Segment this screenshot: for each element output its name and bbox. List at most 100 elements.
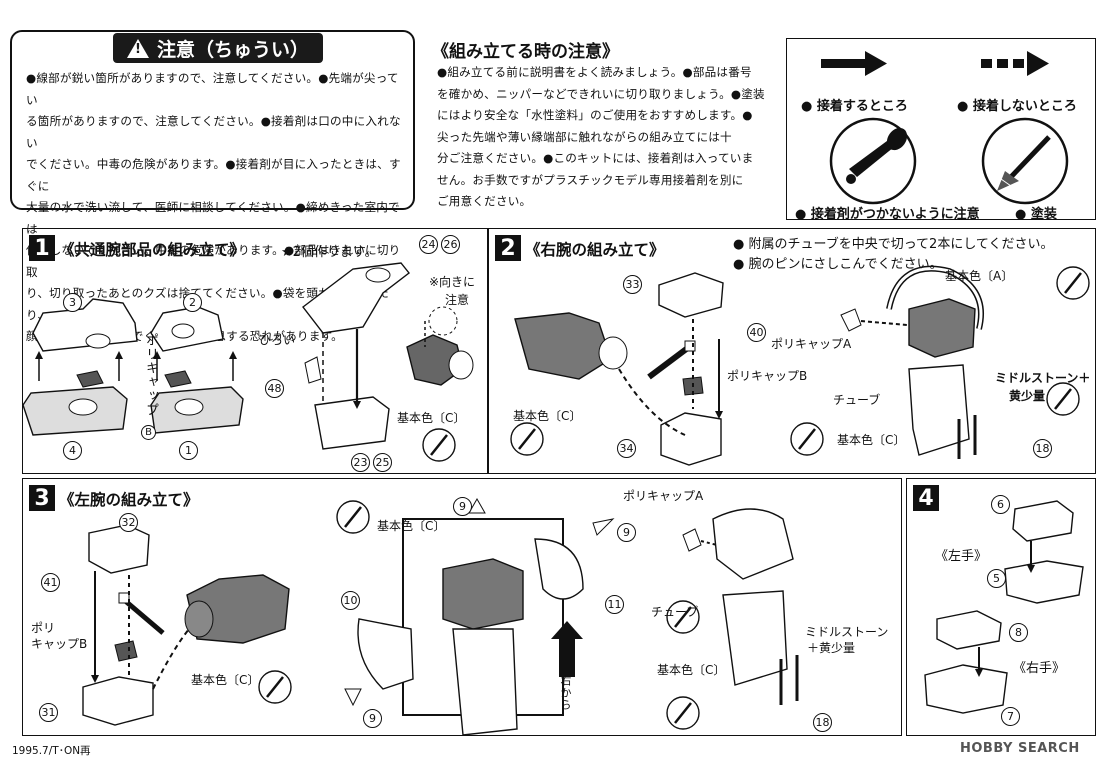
color-a-label: 基本色〔A〕: [945, 269, 1014, 283]
step2-diagram: [510, 265, 1090, 466]
part-1-label: 1: [179, 441, 198, 460]
orient-label: ※向きに: [429, 275, 476, 289]
yellow-label: 黄少量: [1009, 389, 1046, 403]
left-hand-label: 《左手》: [935, 549, 988, 564]
part-9-label-a: 9: [453, 497, 472, 516]
legend-avoid-glue-label: ● 接着剤がつかないように注意: [795, 207, 980, 222]
part-48-label: 48: [265, 379, 284, 398]
symbol-legend: ● 接着するところ ● 接着しないところ ● 接着剤がつかないように注意 ● 塗…: [786, 38, 1096, 222]
step4-number: 4: [913, 485, 939, 511]
orient-label-2: 注意: [445, 293, 470, 307]
notice-line: ●組み立てる前に説明書をよく読みましょう。●部品は番号: [437, 65, 752, 79]
glue-nozzle-icon: [829, 117, 917, 205]
legend-graphics: [821, 51, 1069, 205]
polycap-a-label: ポリキャップA: [771, 337, 852, 351]
part-33-label: 33: [623, 275, 642, 294]
tube-label: チューブ: [833, 393, 881, 407]
caution-header: 注意（ちゅうい）: [113, 33, 323, 63]
part-26-label: 26: [441, 235, 460, 254]
part-3-label: 3: [63, 293, 82, 312]
step1-note: ★2個作ります。: [281, 245, 378, 260]
notice-line: 分ご注意ください。●このキットには、接着剤は入っていま: [437, 151, 754, 165]
direction-label: 右から: [559, 675, 572, 711]
polycap-b-label: ポリキャップB: [727, 369, 808, 383]
step2-number: 2: [495, 235, 521, 261]
part-6-label: 6: [991, 495, 1010, 514]
part-18-label: 18: [813, 713, 832, 732]
polycap-label: ポリキャップ: [143, 333, 158, 417]
color-c-label-2: 基本色〔C〕: [377, 519, 446, 533]
step3-diagram: [82, 497, 799, 736]
step2-note-1: ● 附属のチューブを中央で切って2本にしてください。: [733, 237, 1054, 252]
step1-diagram: [23, 262, 474, 462]
part-11-label: 11: [605, 595, 624, 614]
solid-arrow-icon: [821, 51, 887, 76]
part-2-label: 2: [183, 293, 202, 312]
print-date: 1995.7/T･ON再: [12, 745, 91, 757]
step1-number: 1: [29, 235, 55, 261]
notice-line: にはより安全な「水性塗料」のご使用をおすすめします。●: [437, 108, 753, 122]
notice-line: を確かめ、ニッパーなどできれいに切り取りましょう。●塗装: [437, 86, 765, 101]
step1-panel: 1 《共通腕部品の組み立て》 ★2個作ります。 3 2 4 1 48 24 26…: [22, 228, 488, 474]
paint-brush-icon: [981, 117, 1069, 205]
step2-panel: 2 《右腕の組み立て》 ● 附属のチューブを中央で切って2本にしてください。 ●…: [488, 228, 1096, 474]
assembly-notice-title: 《組み立てる時の注意》: [432, 42, 619, 62]
step3-title: 《左腕の組み立て》: [59, 491, 199, 509]
part-24-label: 24: [419, 235, 438, 254]
part-5-label: 5: [987, 569, 1006, 588]
polycap-label: ポリ: [31, 621, 56, 635]
step1-title: 《共通腕部品の組み立て》: [59, 241, 246, 259]
part-9-label-c: 9: [363, 709, 382, 728]
middlestone-label: ミドルストーン: [805, 625, 889, 639]
part-34-label: 34: [617, 439, 636, 458]
part-32-label: 32: [119, 513, 138, 532]
caution-line: ●線部が鋭い箇所がありますので、注意してください。●先端が尖ってい: [26, 71, 399, 107]
part-7-label: 7: [1001, 707, 1020, 726]
tube-label: チューブ: [651, 605, 699, 619]
part-10-label: 10: [341, 591, 360, 610]
part-41-label: 41: [41, 573, 60, 592]
middlestone-label: ミドルストーン＋: [995, 371, 1091, 385]
caution-title: 注意（ちゅうい）: [156, 38, 309, 61]
warning-icon: [126, 38, 149, 58]
wide-label: ひろい: [259, 333, 296, 347]
right-hand-label: 《右手》: [1013, 661, 1066, 676]
step3-number: 3: [29, 485, 55, 511]
part-31-label: 31: [39, 703, 58, 722]
part-40-label: 40: [747, 323, 766, 342]
step2-note-2: ● 腕のピンにさしこんでください。: [733, 257, 943, 272]
part-8-label: 8: [1009, 623, 1028, 642]
polycap-b-label: B: [141, 425, 156, 440]
caution-text: ●線部が鋭い箇所がありますので、注意してください。●先端が尖ってい る箇所があり…: [26, 68, 406, 348]
part-25-label: 25: [373, 453, 392, 472]
color-label: 基本色〔C〕: [397, 411, 466, 425]
color-c-label-2: 基本色〔C〕: [837, 433, 906, 447]
polycap-a-label: ポリキャップA: [623, 489, 704, 503]
step3-panel: 3 《左腕の組み立て》 32 41 31 9 9 9 10 11 18 ポリ キ…: [22, 478, 902, 736]
yellow-label: ＋黄少量: [807, 641, 856, 655]
polycap-label-2: キャップB: [31, 637, 88, 651]
part-4-label: 4: [63, 441, 82, 460]
step4-panel: 4 《左手》 《右手》 6 5 8 7: [906, 478, 1096, 736]
legend-no-glue-label: ● 接着しないところ: [957, 99, 1077, 114]
step2-title: 《右腕の組み立て》: [525, 241, 665, 259]
color-c-label-3: 基本色〔C〕: [657, 663, 726, 677]
color-c-label-1: 基本色〔C〕: [191, 673, 260, 687]
part-9-label-b: 9: [617, 523, 636, 542]
part-18-label: 18: [1033, 439, 1052, 458]
caution-line: る箇所がありますので、注意してください。●接着剤は口の中に入れない: [26, 114, 401, 150]
caution-line: 使用しないでください。中毒の危険があります。●部品はきれいに切り取: [26, 243, 401, 279]
notice-line: せん。お手数ですがプラスチックモデル専用接着剤を別に: [437, 172, 744, 187]
caution-line: でください。中毒の危険があります。●接着剤が目に入ったときは、すぐに: [26, 157, 401, 193]
notice-line: 尖った先端や薄い縁端部に触れながらの組み立てには十: [437, 129, 732, 144]
notice-line: ご用意ください。: [437, 194, 532, 208]
watermark: HOBBY SEARCH: [960, 741, 1080, 756]
legend-paint-label: ● 塗装: [1015, 207, 1057, 222]
color-c-label: 基本色〔C〕: [513, 409, 582, 423]
legend-glue-label: ● 接着するところ: [801, 99, 908, 114]
assembly-notice-text: ●組み立てる前に説明書をよく読みましょう。●部品は番号 を確かめ、ニッパーなどで…: [437, 62, 777, 213]
caution-box: [10, 30, 415, 210]
part-23-label: 23: [351, 453, 370, 472]
step4-diagram: [924, 500, 1084, 714]
dashed-arrow-icon: [981, 51, 1049, 76]
